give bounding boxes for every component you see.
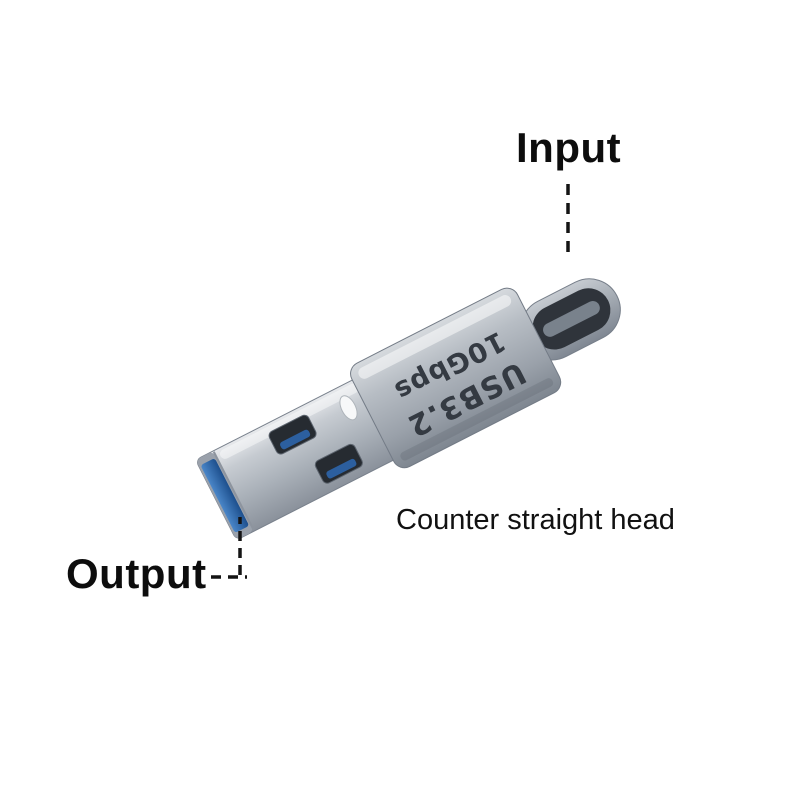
shell-hole-2-blue <box>326 458 357 479</box>
usb-a-connector <box>197 378 397 539</box>
body-block <box>350 287 562 469</box>
body-highlight <box>358 295 512 379</box>
usb-a-crimp-line <box>212 451 255 531</box>
usb-c-connector <box>520 278 621 361</box>
input-label: Input <box>516 124 622 171</box>
usb-a-highlight <box>219 383 359 459</box>
adapter: USB3.2 10Gbps <box>197 278 621 539</box>
usb-a-blue-tongue <box>201 459 249 532</box>
adapter-body: USB3.2 10Gbps <box>350 287 562 469</box>
output-label: Output <box>66 550 207 597</box>
caption-text: Counter straight head <box>396 504 675 536</box>
led-window <box>339 395 358 421</box>
shell-hole-1-blue <box>280 429 311 450</box>
body-lower-shade <box>400 378 554 461</box>
usb-c-tab <box>543 301 600 337</box>
